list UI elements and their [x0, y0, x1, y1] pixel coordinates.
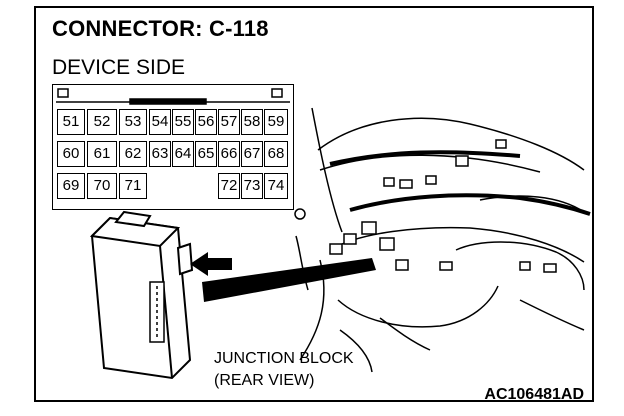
location-leader — [202, 258, 376, 302]
pin-cell: 63 — [149, 141, 171, 167]
pin-cell: 64 — [172, 141, 194, 167]
pin-cell: 69 — [57, 173, 85, 199]
figure-code: AC106481AD — [484, 386, 584, 403]
device-side-label: DEVICE SIDE — [52, 56, 186, 79]
pin-cell: 62 — [119, 141, 147, 167]
junction-block-illustration — [89, 210, 194, 380]
pin-cell: 51 — [57, 109, 85, 135]
pointer-arrow — [190, 252, 232, 276]
pin-cell: 74 — [264, 173, 288, 199]
pin-cell: 59 — [264, 109, 288, 135]
pin-cell: 68 — [264, 141, 288, 167]
connector-pin-grid: 51 52 53 54 55 56 57 58 59 60 61 62 63 6… — [55, 105, 291, 203]
harness-connectors — [294, 139, 557, 273]
junction-block-caption: JUNCTION BLOCK — [214, 350, 354, 367]
pin-cell: 57 — [218, 109, 240, 135]
connector-latches — [56, 88, 290, 105]
pin-cell: 70 — [87, 173, 117, 199]
pin-cell: 53 — [119, 109, 147, 135]
pin-cell: 55 — [172, 109, 194, 135]
connector-title: CONNECTOR: C-118 — [52, 16, 269, 41]
pin-cell: 71 — [119, 173, 147, 199]
pin-cell: 72 — [218, 173, 240, 199]
pin-cell: 52 — [87, 109, 117, 135]
rear-view-caption: (REAR VIEW) — [214, 372, 315, 389]
pin-cell: 67 — [241, 141, 263, 167]
pin-cell: 60 — [57, 141, 85, 167]
pin-cell: 58 — [241, 109, 263, 135]
pin-cell: 73 — [241, 173, 263, 199]
pin-cell: 54 — [149, 109, 171, 135]
wiring-harness — [329, 150, 591, 216]
pin-cell: 56 — [195, 109, 217, 135]
pin-cell: 61 — [87, 141, 117, 167]
connector-face: 51 52 53 54 55 56 57 58 59 60 61 62 63 6… — [52, 84, 294, 210]
pin-cell: 66 — [218, 141, 240, 167]
pin-cell: 65 — [195, 141, 217, 167]
instrument-panel-sketch — [295, 107, 585, 373]
